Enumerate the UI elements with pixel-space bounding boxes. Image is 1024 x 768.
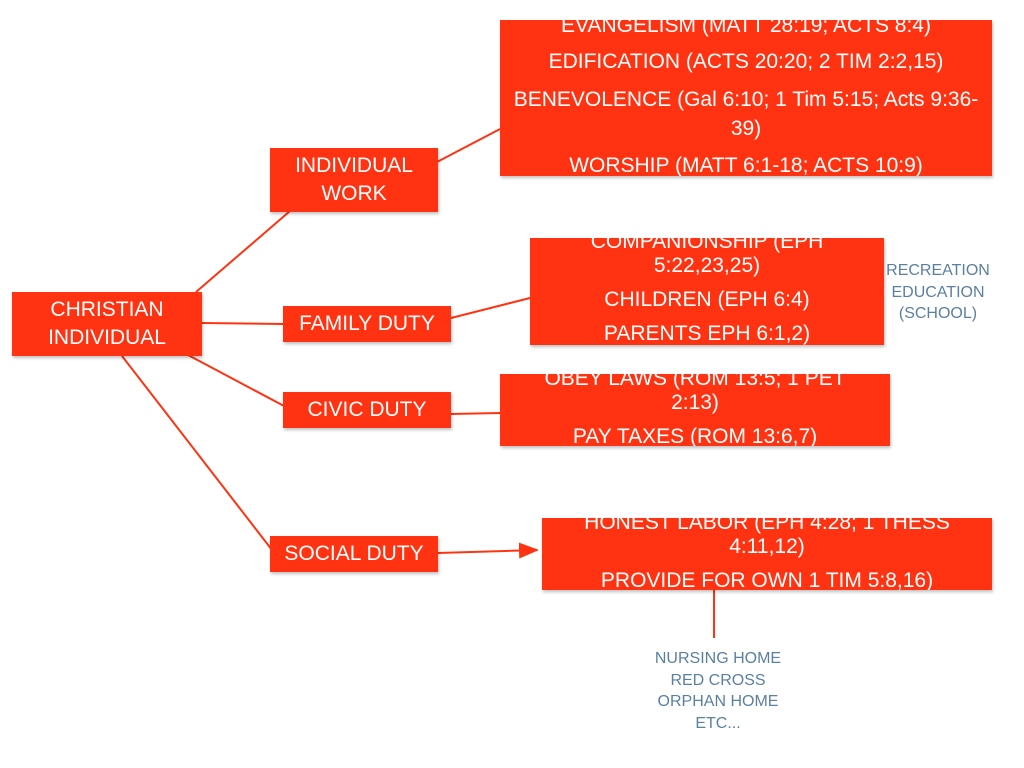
branch-label: FAMILY DUTY [299,312,435,335]
details-family-duty: COMPANIONSHIP (EPH 5:22,23,25) CHILDREN … [530,238,884,345]
branch-label: INDIVIDUAL WORK [295,154,413,205]
detail-item: HONEST LABOR (EPH 4:28; 1 THESS 4:11,12) [584,518,950,558]
note-family-recreation: RECREATION EDUCATION (SCHOOL) [870,260,1006,325]
line-root-social-duty [121,355,273,551]
note-item: ETC... [695,714,741,732]
details-individual-work: EVANGELISM (MATT 28:19; ACTS 8:4) EDIFIC… [500,20,992,176]
line-civic-duty-details [450,412,501,415]
details-social-duty: HONEST LABOR (EPH 4:28; 1 THESS 4:11,12)… [542,518,992,590]
branch-label: CIVIC DUTY [307,398,427,421]
branch-individual-work: INDIVIDUAL WORK [270,148,438,212]
note-social-organizations: NURSING HOME RED CROSS ORPHAN HOME ETC..… [638,648,798,734]
detail-item: OBEY LAWS (ROM 13:5; 1 PET 2:13) [544,374,846,414]
note-item: RECREATION [886,262,990,279]
note-item: (SCHOOL) [898,305,978,322]
branch-civic-duty: CIVIC DUTY [283,392,451,428]
detail-item: EVANGELISM (MATT 28:19; ACTS 8:4) [561,20,931,37]
line-social-duty-details-arrow [437,542,539,559]
detail-item: PARENTS EPH 6:1,2) [603,322,811,345]
branch-family-duty: FAMILY DUTY [283,306,451,342]
detail-item: PROVIDE FOR OWN 1 TIM 5:8,16) [600,569,934,590]
detail-item: WORSHIP (MATT 6:1-18; ACTS 10:9) [569,154,923,176]
root-node-christian-individual: CHRISTIAN INDIVIDUAL [12,292,202,356]
branch-label: SOCIAL DUTY [284,542,424,565]
note-item: RED CROSS [670,671,766,689]
line-root-individual-work [195,210,291,293]
detail-item: CHILDREN (EPH 6:4) [604,288,810,311]
root-label: CHRISTIAN INDIVIDUAL [48,298,166,349]
branch-social-duty: SOCIAL DUTY [270,536,438,572]
line-family-duty-details [450,297,531,319]
note-item: EDUCATION [891,283,985,301]
note-item: ORPHAN HOME [657,693,779,710]
detail-item: EDIFICATION (ACTS 20:20; 2 TIM 2:2,15) [548,50,944,73]
line-root-civic-duty [187,354,285,407]
detail-item: PAY TAXES (ROM 13:6,7) [572,425,818,446]
details-civic-duty: OBEY LAWS (ROM 13:5; 1 PET 2:13) PAY TAX… [500,374,890,446]
line-individual-work-details [436,128,501,163]
detail-item: COMPANIONSHIP (EPH 5:22,23,25) [590,238,824,277]
note-item: NURSING HOME [654,650,782,667]
line-root-family-duty [201,322,285,325]
detail-item: BENEVOLENCE (Gal 6:10; 1 Tim 5:15; Acts … [513,88,979,140]
